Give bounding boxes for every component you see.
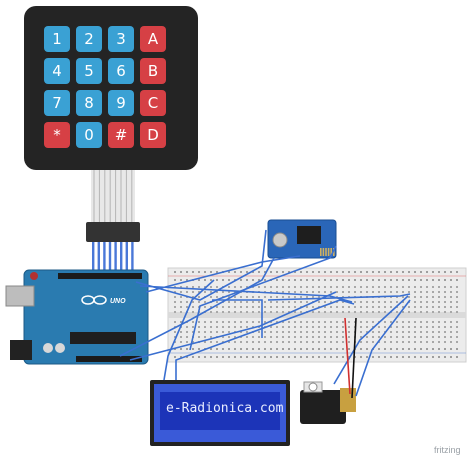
keypad-key <box>76 122 102 148</box>
capacitor-1 <box>43 343 53 353</box>
capacitor-2 <box>55 343 65 353</box>
keypad-key-label: 7 <box>52 94 62 112</box>
arduino-logo-icon <box>81 295 107 305</box>
keypad-keys: 1 2 3 A 4 5 6 B 7 8 9 C * 0 # D <box>44 26 166 148</box>
keypad-key-label: 8 <box>84 94 94 112</box>
keypad-connector <box>86 222 140 242</box>
rtc-battery <box>272 232 288 248</box>
keypad-key <box>44 58 70 84</box>
lcd-text: e-Radionica.com <box>166 401 284 416</box>
rtc-chip <box>297 226 321 244</box>
lcd-display: e-Radionica.com <box>150 380 290 446</box>
keypad-wire <box>108 242 112 270</box>
atmega-chip <box>70 332 136 344</box>
keypad-wire <box>125 242 128 270</box>
keypad-key <box>76 58 102 84</box>
wire-servo-signal <box>355 299 411 397</box>
keypad-key <box>108 58 134 84</box>
keypad-key-label: 0 <box>84 126 94 144</box>
arduino-uno: UNO <box>5 269 149 365</box>
keypad-key-label: 6 <box>116 62 126 80</box>
keypad-wire <box>103 242 106 270</box>
keypad-key <box>140 122 166 148</box>
wire <box>163 279 215 381</box>
power-jack <box>10 340 32 360</box>
keypad-key <box>140 58 166 84</box>
keypad-key <box>44 122 70 148</box>
wire <box>175 299 355 380</box>
wire-ground <box>351 317 357 399</box>
keypad-key-label: 5 <box>84 62 94 80</box>
keypad-key-label: 3 <box>116 30 126 48</box>
wire <box>129 291 337 361</box>
keypad-wire <box>114 242 117 270</box>
keypad-key-label: * <box>53 126 61 144</box>
keypad-key-label: C <box>148 94 158 112</box>
keypad-wire <box>131 242 134 270</box>
keypad: 1 2 3 A 4 5 6 B 7 8 9 C * 0 # D <box>24 6 198 270</box>
keypad-key <box>76 26 102 52</box>
keypad-key-label: D <box>147 126 159 144</box>
keypad-key-label: 4 <box>52 62 62 80</box>
wire-power <box>344 317 351 395</box>
arduino-board-label: UNO <box>110 298 126 305</box>
keypad-key <box>140 26 166 52</box>
wire <box>212 299 263 338</box>
keypad-wire <box>97 242 100 270</box>
keypad-key-label: 1 <box>52 30 62 48</box>
keypad-key <box>140 90 166 116</box>
keypad-key <box>108 26 134 52</box>
wire <box>145 255 301 293</box>
servo-motor <box>300 381 356 424</box>
keypad-key <box>76 90 102 116</box>
keypad-key-label: B <box>148 62 158 80</box>
wiring <box>119 229 411 399</box>
keypad-key-label: A <box>148 30 159 48</box>
wire <box>333 295 409 385</box>
wire <box>135 229 267 301</box>
keypad-connector-pins <box>92 242 134 270</box>
keypad-wire <box>120 242 123 270</box>
keypad-ribbon-cable <box>91 170 135 222</box>
keypad-key <box>44 90 70 116</box>
fritzing-brand: fritzing <box>434 445 461 455</box>
breadboard-holes <box>174 271 458 358</box>
servo-horn <box>308 382 318 392</box>
header-bottom <box>76 356 142 362</box>
usb-port <box>5 285 35 307</box>
keypad-key <box>108 90 134 116</box>
header-top <box>58 273 142 279</box>
keypad-wire <box>92 242 95 270</box>
breadboard <box>167 267 467 363</box>
reset-button <box>30 272 38 280</box>
wire <box>189 245 337 351</box>
keypad-key <box>44 26 70 52</box>
keypad-key-label: 2 <box>84 30 94 48</box>
keypad-key <box>108 122 134 148</box>
wire <box>267 293 411 301</box>
rtc-module <box>267 219 337 259</box>
keypad-key-label: 9 <box>116 94 126 112</box>
lcd-screen <box>160 392 280 430</box>
keypad-key-label: # <box>115 126 128 144</box>
